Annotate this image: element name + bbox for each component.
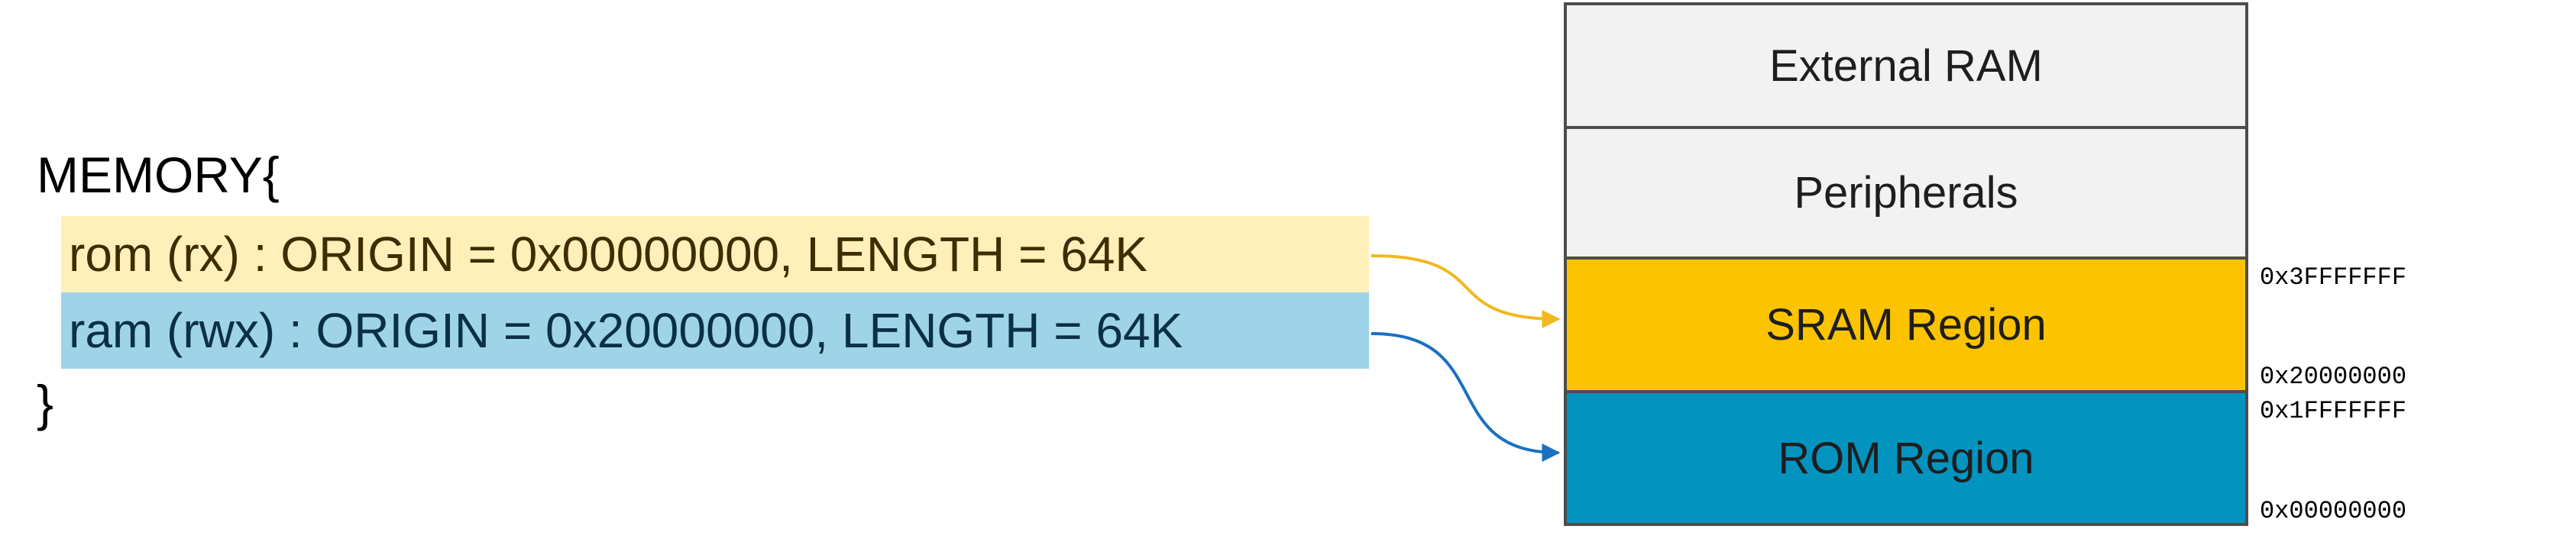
- region-rom: ROM Region: [1567, 393, 2245, 523]
- address-label-sram-base: 0x20000000: [2260, 363, 2407, 391]
- memory-block-open: MEMORY{: [37, 147, 280, 203]
- address-label-rom-top: 0x1FFFFFFF: [2260, 397, 2407, 425]
- ram-to-rom-arrow: [1371, 332, 1561, 462]
- address-label-sram-top: 0x3FFFFFFF: [2260, 263, 2407, 292]
- region-sram: SRAM Region: [1567, 260, 2245, 393]
- rom-definition-line: rom (rx) : ORIGIN = 0x00000000, LENGTH =…: [61, 216, 1369, 292]
- region-peripherals: Peripherals: [1567, 129, 2245, 260]
- memory-block-close: }: [37, 375, 54, 431]
- region-external-ram: External RAM: [1567, 5, 2245, 129]
- address-label-rom-base: 0x00000000: [2260, 497, 2407, 525]
- memory-map: External RAM Peripherals SRAM Region ROM…: [1564, 2, 2248, 526]
- ram-definition-line: ram (rwx) : ORIGIN = 0x20000000, LENGTH …: [61, 292, 1369, 369]
- rom-to-sram-arrow: [1371, 254, 1561, 328]
